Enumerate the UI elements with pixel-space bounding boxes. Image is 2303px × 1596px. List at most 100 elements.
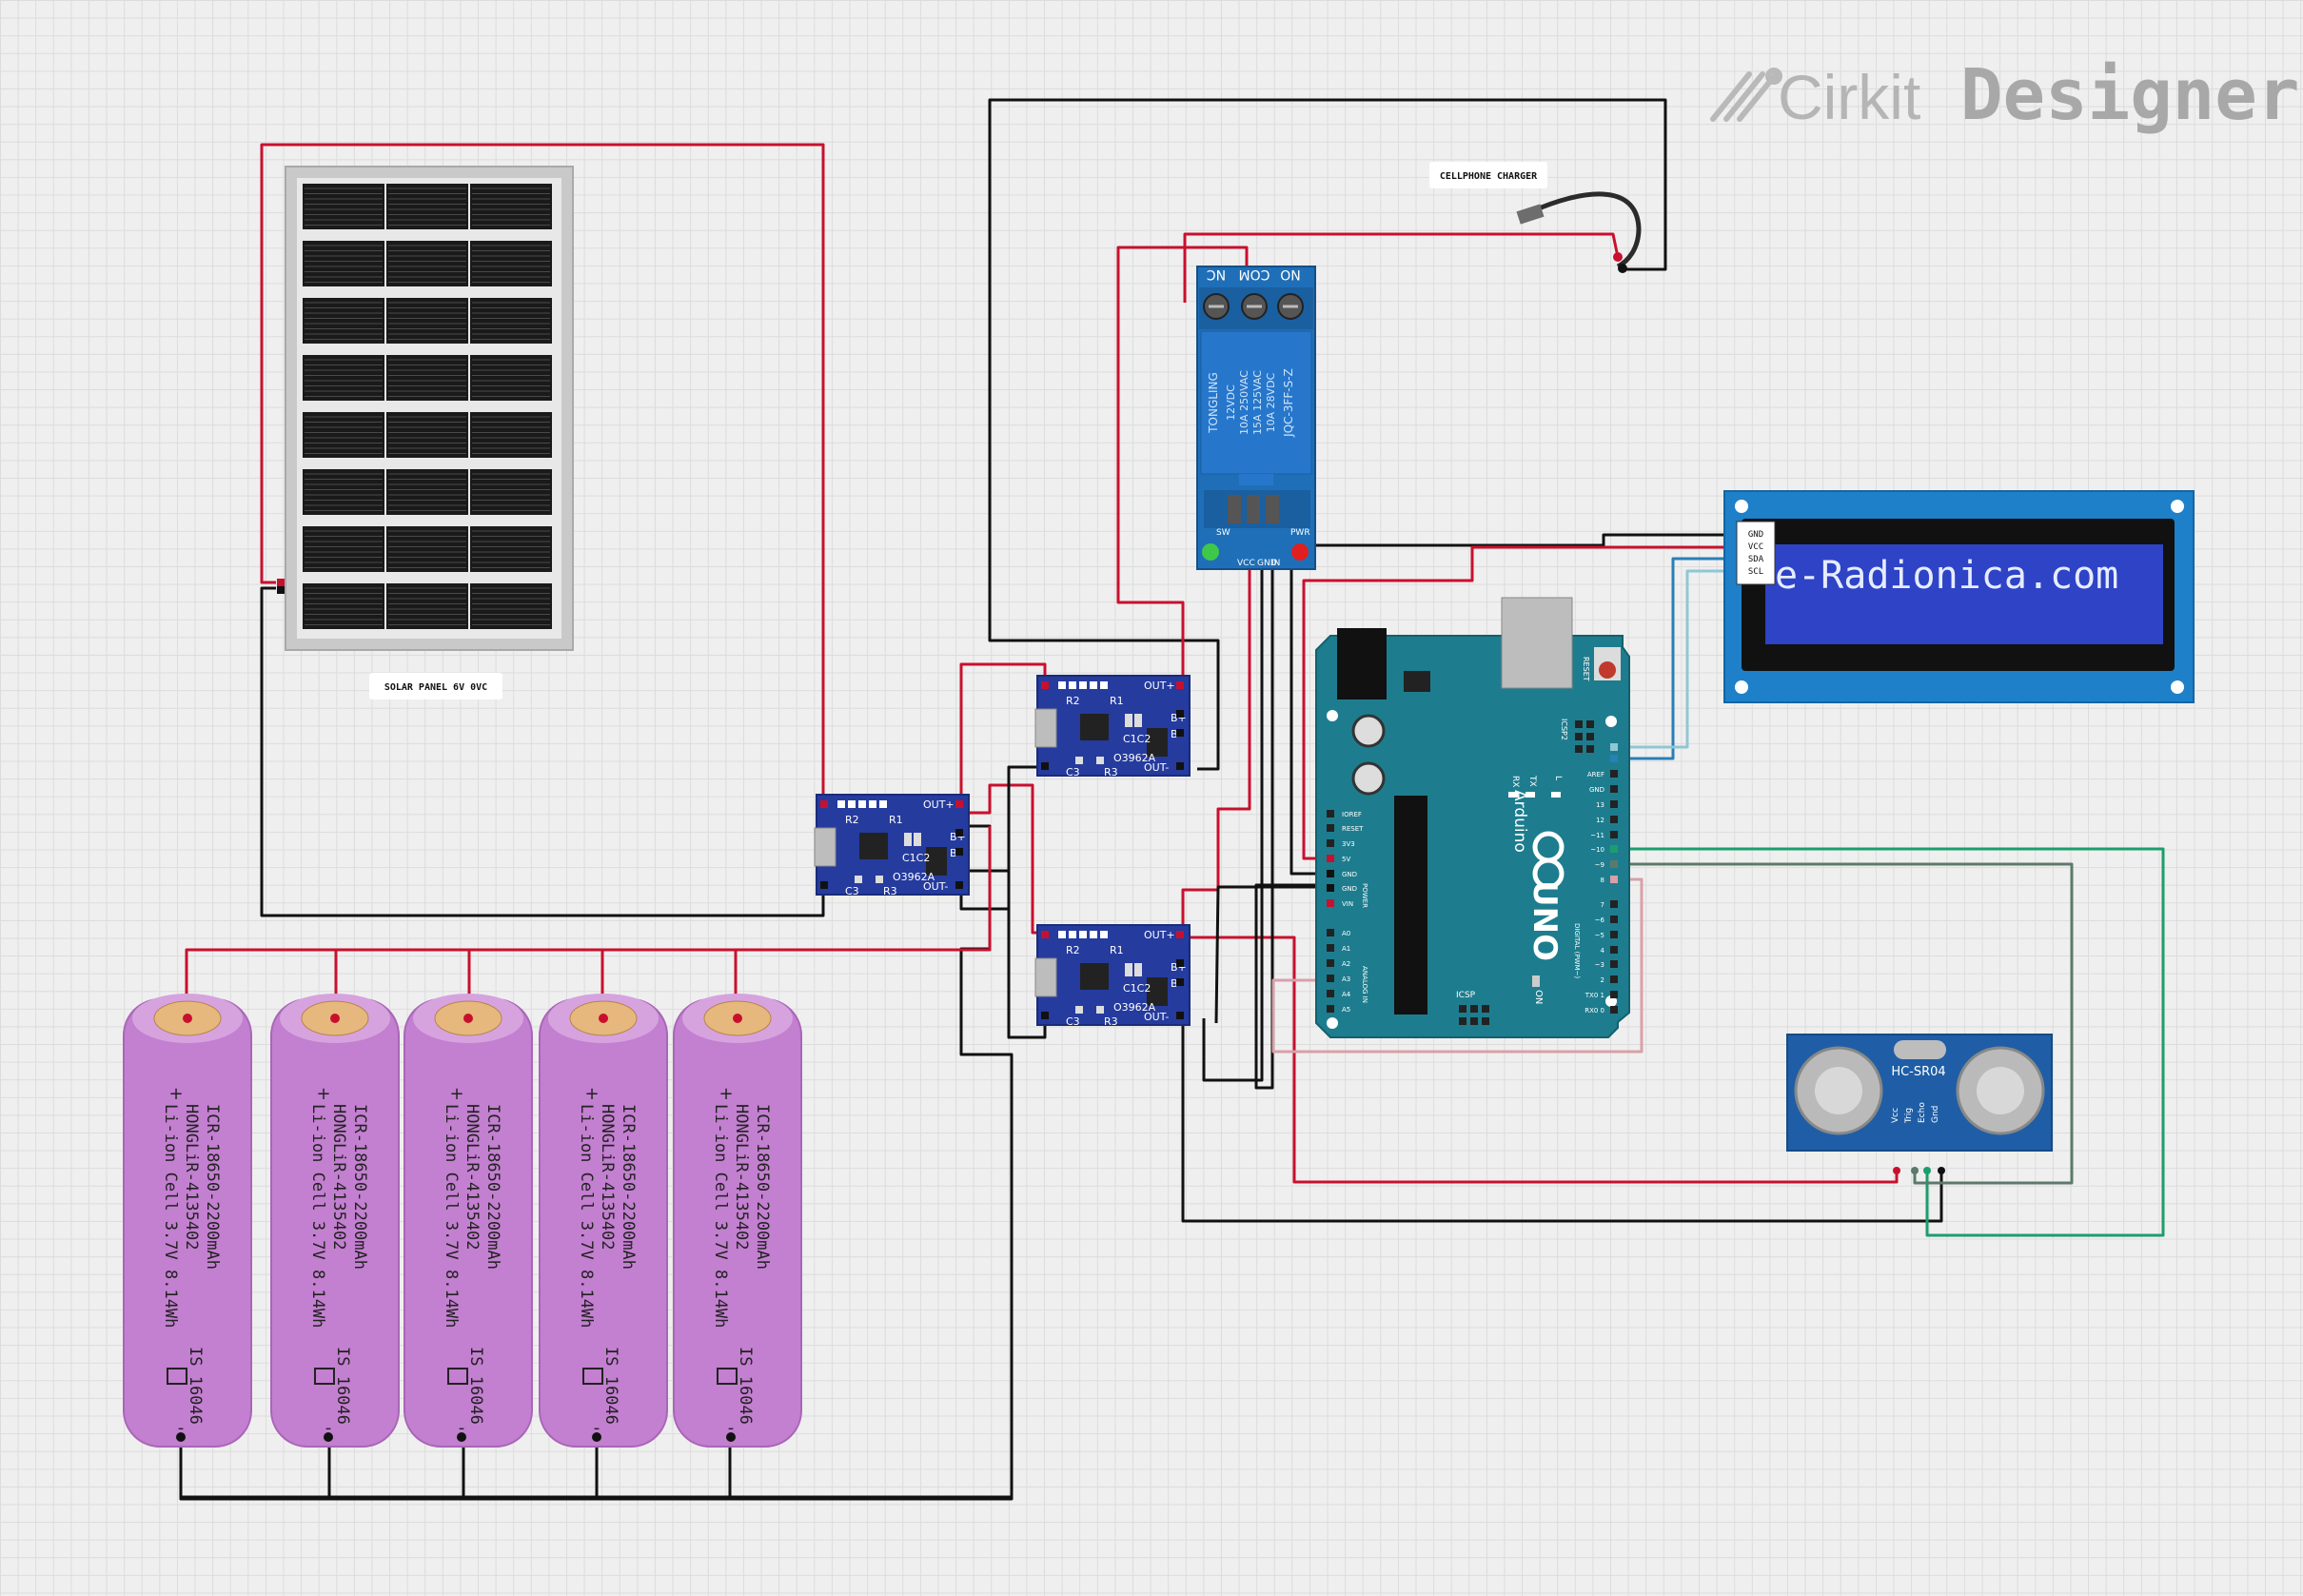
solar-pin-minus[interactable]	[277, 586, 285, 594]
arduino-pin-label: 4	[1601, 947, 1605, 955]
arduino-pin-label: GND	[1342, 871, 1357, 878]
tp4056-pin[interactable]	[1176, 762, 1184, 770]
wire-tp-a	[959, 662, 1047, 802]
battery-18650[interactable]: +-ICR-18650-2200mAhHONGLiR-4135402Li-ion…	[270, 994, 400, 1448]
lcd-pin-scl: SCL	[1748, 567, 1763, 577]
arduino-header-pin[interactable]	[1610, 770, 1618, 778]
lcd-module[interactable]: e-Radionica.com GND VCC SDA SCL	[1723, 490, 2195, 703]
arduino-uno[interactable]: RESET Arduino UNO ON ICSP2 TX RX L ICSP …	[1315, 597, 1630, 1038]
battery-minus: -	[728, 1418, 735, 1438]
hcsr04-pin-gnd: Gnd	[1931, 1106, 1940, 1123]
tp4056-pin[interactable]	[955, 881, 963, 889]
battery-code: IS 16046	[601, 1347, 620, 1425]
arduino-header-pin[interactable]	[1610, 946, 1618, 954]
tp4056-pin[interactable]	[820, 800, 828, 808]
tp4056-pin[interactable]	[820, 881, 828, 889]
charger-label-box: CELLPHONE CHARGER	[1429, 162, 1547, 188]
tp4056-pin[interactable]	[1041, 762, 1049, 770]
tp4056-pin[interactable]	[1176, 1012, 1184, 1019]
svg-text:ANALOG IN: ANALOG IN	[1361, 966, 1368, 1003]
arduino-header-pin[interactable]	[1327, 944, 1334, 952]
battery-18650[interactable]: +-ICR-18650-2200mAhHONGLiR-4135402Li-ion…	[123, 994, 252, 1448]
wire-charger-red	[1183, 232, 1620, 303]
arduino-pin-label: 2	[1601, 976, 1604, 984]
tp4056-pin[interactable]	[1041, 931, 1049, 938]
wire-tp3-out-plus	[1181, 557, 1251, 931]
reset-button[interactable]	[1599, 661, 1616, 679]
svg-text:RX: RX	[1510, 776, 1520, 787]
arduino-header-pin[interactable]	[1610, 960, 1618, 968]
battery-18650[interactable]: +-ICR-18650-2200mAhHONGLiR-4135402Li-ion…	[673, 994, 802, 1448]
arduino-header-pin[interactable]	[1327, 975, 1334, 982]
wire-batt-minus	[179, 1437, 1012, 1499]
tp4056-pin[interactable]	[1176, 931, 1184, 938]
arduino-pin-label: 3V3	[1342, 840, 1355, 848]
battery-text: ICR-18650-2200mAh	[619, 1104, 638, 1270]
arduino-header-pin[interactable]	[1610, 785, 1618, 793]
solar-cell	[470, 241, 552, 286]
arduino-header-pin[interactable]	[1610, 900, 1618, 908]
solar-cell	[303, 583, 384, 629]
battery-text: ICR-18650-2200mAh	[203, 1104, 222, 1270]
solar-cell	[470, 583, 552, 629]
tp4056-pin[interactable]	[1176, 681, 1184, 689]
tp4056-pin[interactable]	[1041, 1012, 1049, 1019]
tp4056-pin[interactable]	[1176, 710, 1184, 718]
wire-relay-in	[1254, 557, 1323, 1090]
solar-cell	[386, 298, 468, 344]
tp4056-pin[interactable]	[1176, 729, 1184, 737]
arduino-pin-label: A0	[1342, 930, 1350, 937]
solar-pin-plus[interactable]	[277, 579, 285, 586]
tp4056-label: C1C2	[902, 852, 930, 864]
arduino-header-pin[interactable]	[1327, 810, 1334, 818]
tp4056-pin[interactable]	[955, 829, 963, 837]
battery-text: Li-ion Cell 3.7V 8.14Wh	[442, 1104, 461, 1328]
arduino-model: UNO	[1525, 880, 1564, 961]
arduino-header-pin[interactable]	[1610, 916, 1618, 923]
arduino-header-pin[interactable]	[1610, 816, 1618, 823]
tp4056-label: OUT+	[923, 798, 955, 811]
arduino-header-pin[interactable]	[1327, 959, 1334, 967]
arduino-header-pin[interactable]	[1327, 929, 1334, 936]
charger-cable[interactable]	[1516, 191, 1642, 273]
tp4056-pin[interactable]	[955, 848, 963, 856]
arduino-header-pin[interactable]	[1610, 975, 1618, 983]
arduino-header-pin[interactable]	[1327, 990, 1334, 997]
hcsr04-sensor[interactable]: HC-SR04 Vcc Trig Echo Gnd	[1786, 1034, 2053, 1174]
battery-18650[interactable]: +-ICR-18650-2200mAhHONGLiR-4135402Li-ion…	[539, 994, 668, 1448]
relay-module[interactable]: NC COM NO TONGLING 12VDC 10A 250VAC 15A …	[1196, 266, 1316, 570]
wire-solar-plus	[260, 143, 825, 802]
arduino-header-pin[interactable]	[1610, 991, 1618, 998]
arduino-header-pin[interactable]	[1610, 1006, 1618, 1014]
arduino-header-pin[interactable]	[1327, 1005, 1334, 1013]
tp4056-pin[interactable]	[955, 800, 963, 808]
arduino-pin-label: A2	[1342, 960, 1350, 968]
solar-panel[interactable]	[277, 166, 574, 651]
tp4056-label: C1C2	[1123, 982, 1151, 995]
arduino-header-pin[interactable]	[1610, 800, 1618, 808]
arduino-header-pin[interactable]	[1327, 839, 1334, 847]
arduino-header-pin[interactable]	[1610, 831, 1618, 838]
arduino-header-pin[interactable]	[1610, 931, 1618, 938]
solar-cell	[386, 469, 468, 515]
tp4056-label: R1	[1110, 695, 1124, 707]
svg-text:15A 125VAC: 15A 125VAC	[1251, 370, 1264, 435]
relay-screw-terminal[interactable]	[1277, 293, 1304, 320]
relay-screw-terminal[interactable]	[1241, 293, 1268, 320]
battery-minus: -	[325, 1418, 332, 1438]
arduino-header-pin[interactable]	[1327, 824, 1334, 832]
tp4056-pin[interactable]	[1041, 681, 1049, 689]
arduino-pin-label: GND	[1589, 786, 1604, 794]
tp4056-pin[interactable]	[1176, 959, 1184, 967]
battery-code: IS 16046	[736, 1347, 755, 1425]
wires	[179, 98, 2165, 1501]
solar-label-box: SOLAR PANEL 6V 0VC	[369, 673, 502, 699]
wire-lcd-sda	[1618, 557, 1734, 760]
tp4056-pin[interactable]	[1176, 978, 1184, 986]
battery-18650[interactable]: +-ICR-18650-2200mAhHONGLiR-4135402Li-ion…	[404, 994, 533, 1448]
relay-screw-terminal[interactable]	[1203, 293, 1230, 320]
